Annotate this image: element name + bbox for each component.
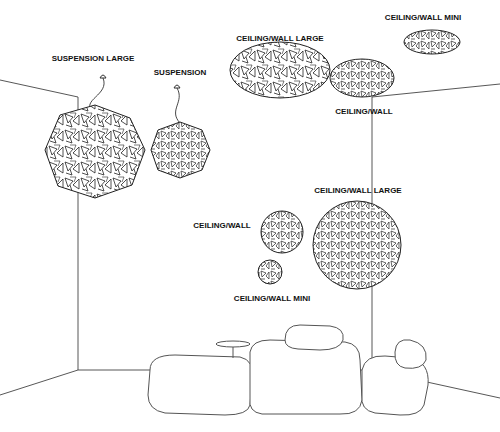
ceiling-mini-lamp [404,30,460,54]
product-label: SUSPENSION [154,68,206,77]
product-label: CEILING/WALL MINI [385,13,461,22]
ceiling-lamp [330,59,394,97]
product-label: CEILING/WALL MINI [234,294,310,303]
wall-large-lamp [313,201,401,289]
wall-mini-lamp [258,260,282,284]
ceiling-large-lamp [230,42,330,98]
product-label: CEILING/WALL [335,107,392,116]
suspension-large-lamp [45,75,145,198]
sofa [148,325,428,415]
product-label: CEILING/WALL LARGE [314,186,401,195]
product-label: SUSPENSION LARGE [52,54,135,63]
product-label: CEILING/WALL LARGE [236,34,323,43]
wall-lamp [261,211,303,253]
suspension-lamp [151,85,210,178]
product-label: CEILING/WALL [193,221,250,230]
